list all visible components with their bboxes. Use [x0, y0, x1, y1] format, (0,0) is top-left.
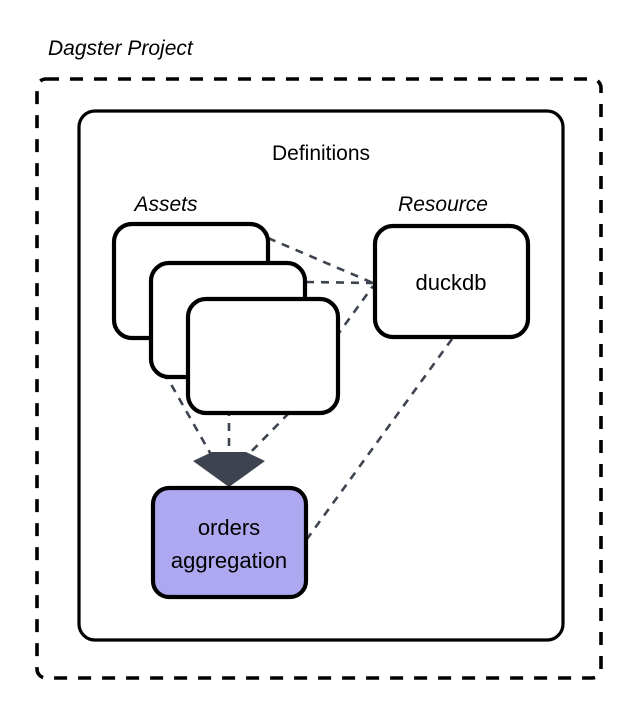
duckdb-node[interactable]	[372, 223, 531, 340]
resource-group-label: Resource	[398, 193, 488, 216]
asset-card-3[interactable]	[185, 296, 341, 416]
edge-asset1-duckdb	[267, 236, 374, 285]
orders-aggregation-label-line1: orders	[198, 515, 260, 540]
definitions-label: Definitions	[272, 142, 370, 165]
edge-asset3-duckdb	[334, 285, 375, 338]
edge-asset2-duckdb	[305, 280, 374, 285]
dagster-project-container	[35, 77, 603, 680]
orders-aggregation-node[interactable]	[150, 485, 309, 600]
arrowhead-icon	[193, 461, 265, 487]
edge-duckdb-orders	[305, 338, 454, 540]
assets-group-label: Assets	[132, 193, 198, 216]
edge-asset1-orders	[162, 371, 215, 459]
orders-aggregation-label-line2: aggregation	[171, 548, 287, 573]
duckdb-node-label: duckdb	[416, 270, 487, 295]
project-title: Dagster Project	[48, 37, 194, 60]
arrowhead-top-icon	[193, 452, 265, 461]
edge-asset3-orders	[244, 412, 290, 459]
